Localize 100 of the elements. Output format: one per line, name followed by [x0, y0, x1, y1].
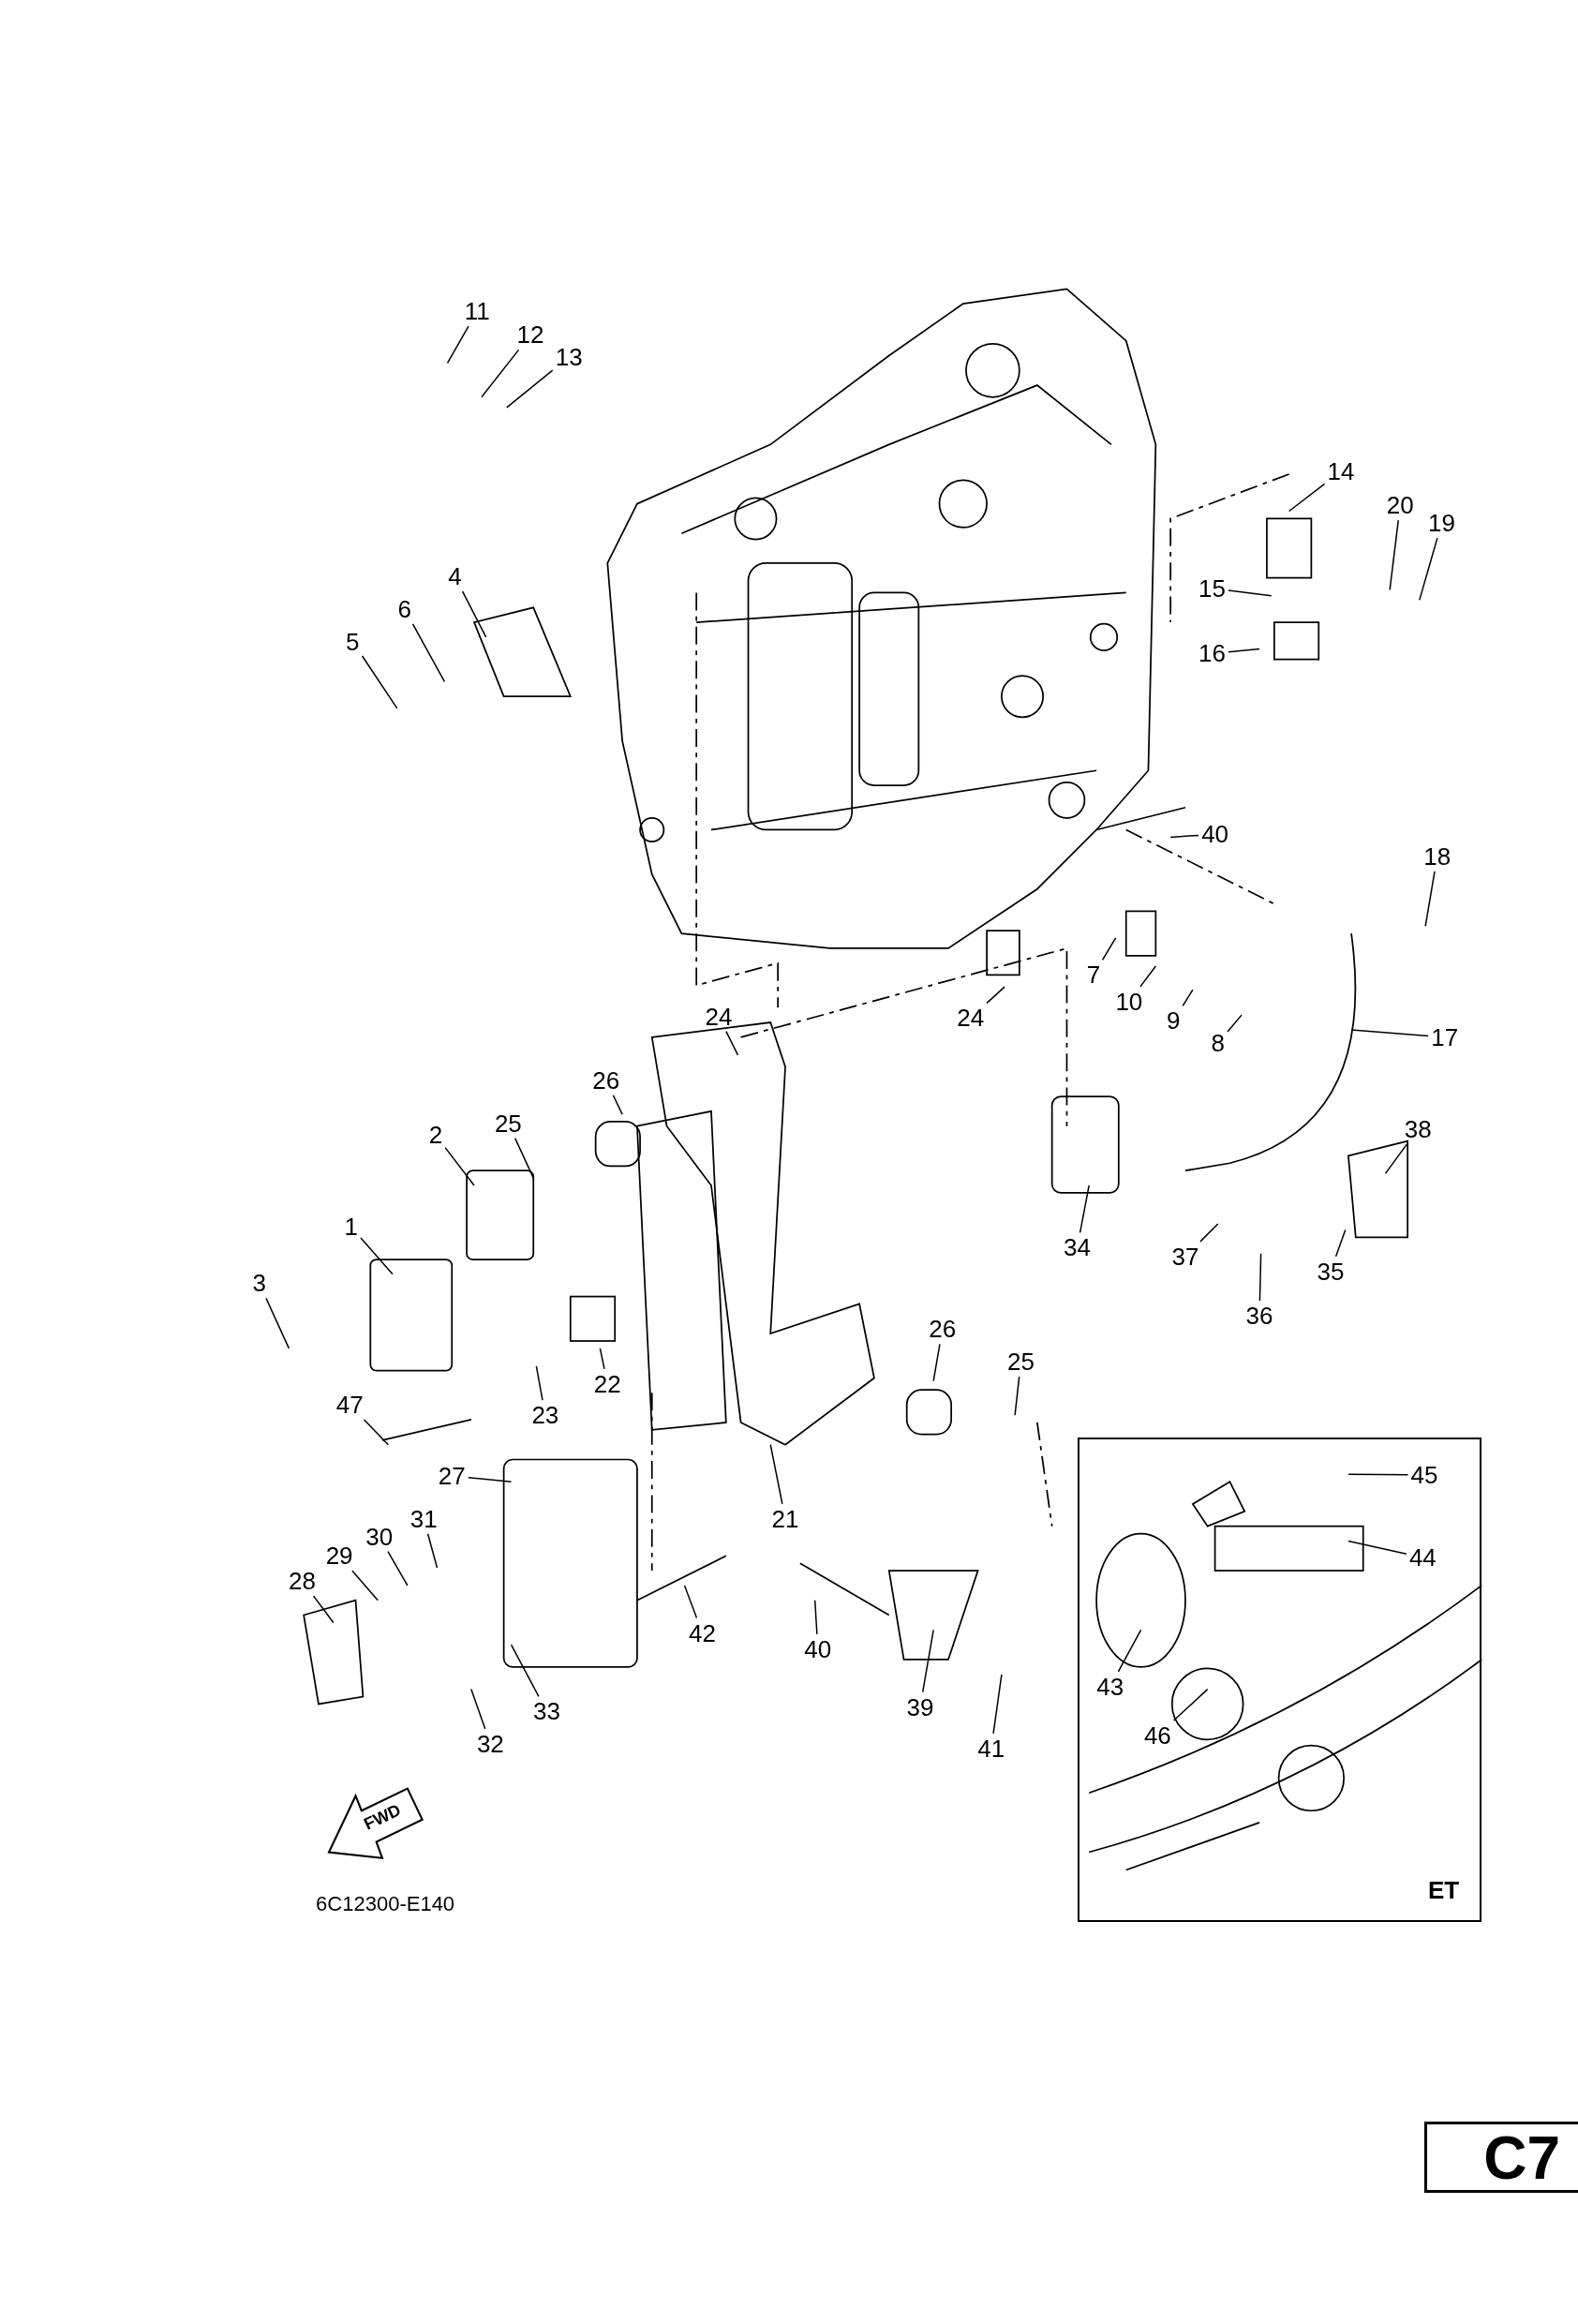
callout-number: 41 [977, 1736, 1005, 1761]
callout-number: 42 [689, 1620, 716, 1646]
leader-line [363, 1419, 390, 1446]
leader-line [1169, 834, 1199, 839]
callout-number: 5 [346, 629, 360, 654]
leader-line [1350, 1029, 1429, 1037]
callout-number: 3 [252, 1271, 266, 1296]
callout-number: 7 [1086, 962, 1101, 988]
leader-line [1288, 483, 1326, 513]
view-code: ET [1428, 1875, 1460, 1905]
leader-line [1014, 1376, 1020, 1416]
leader-line [921, 1629, 934, 1693]
callout-number: 20 [1386, 493, 1414, 518]
callout-number: 29 [325, 1543, 353, 1569]
callout-number: 16 [1198, 641, 1226, 666]
leader-line [312, 1595, 335, 1624]
callout-number: 23 [531, 1403, 559, 1428]
callout-number: 30 [365, 1524, 394, 1549]
leader-line [360, 1237, 394, 1275]
leader-line [1419, 537, 1438, 602]
leader-line [1227, 1014, 1243, 1033]
leader-line [444, 1146, 475, 1186]
leader-line [932, 1343, 941, 1382]
callout-number: 14 [1327, 458, 1355, 484]
leader-line [986, 986, 1005, 1005]
callout-number: 35 [1317, 1259, 1345, 1284]
callout-number: 34 [1064, 1235, 1091, 1260]
callout-number: 25 [494, 1110, 522, 1136]
leader-line [506, 369, 554, 409]
callout-number: 28 [289, 1569, 316, 1594]
callout-number: 33 [533, 1699, 560, 1724]
callout-number: 22 [593, 1371, 621, 1396]
leader-line [446, 325, 469, 365]
leader-line [1384, 1143, 1408, 1175]
callout-number: 43 [1096, 1674, 1124, 1699]
callout-number: 45 [1410, 1462, 1438, 1487]
leader-line [612, 1094, 623, 1115]
callout-number: 31 [409, 1506, 438, 1531]
callout-number: 19 [1428, 511, 1455, 536]
callout-number: 21 [771, 1506, 799, 1531]
leader-line [1228, 648, 1260, 653]
leader-line [1139, 965, 1157, 988]
leader-line [1117, 1629, 1142, 1673]
leader-line [1347, 1540, 1407, 1556]
callout-number: 47 [335, 1393, 364, 1417]
callout-number: 40 [804, 1636, 832, 1661]
callout-number: 32 [476, 1732, 504, 1757]
callout-number: 17 [1431, 1024, 1459, 1050]
leader-line [813, 1599, 818, 1635]
leader-line [1101, 937, 1117, 961]
callout-number: 46 [1143, 1723, 1171, 1748]
leader-line [387, 1550, 409, 1587]
leader-line [468, 1476, 513, 1482]
callout-number: 10 [1115, 989, 1143, 1014]
leader-line [1228, 589, 1273, 597]
leader-line [769, 1443, 783, 1505]
leader-line [470, 1688, 486, 1730]
callout-number: 2 [428, 1123, 443, 1148]
callout-number: 39 [906, 1694, 934, 1720]
callout-number: 12 [516, 322, 544, 348]
callout-number: 36 [1245, 1304, 1273, 1329]
callout-number: 13 [555, 345, 583, 370]
callout-number: 25 [1007, 1349, 1035, 1375]
leader-line [514, 1137, 534, 1179]
leader-line [1079, 1184, 1090, 1234]
leader-line [599, 1348, 605, 1370]
leader-line [361, 655, 398, 709]
leader-line [1347, 1473, 1409, 1476]
callout-number: 9 [1167, 1008, 1181, 1034]
callout-number: 24 [705, 1004, 733, 1029]
leader-line [461, 590, 487, 638]
inset-frame [1077, 1437, 1482, 1922]
leader-line [510, 1644, 540, 1698]
callout-number: 27 [438, 1463, 466, 1488]
leader-line [351, 1570, 379, 1601]
leader-line [1258, 1252, 1262, 1302]
callout-number: 4 [448, 564, 462, 589]
callout-number: 1 [344, 1214, 358, 1240]
leader-line [1199, 1223, 1219, 1243]
drawing-number: 6C12300-E140 [316, 1893, 455, 1914]
callout-number: 37 [1171, 1244, 1199, 1269]
leader-line [481, 349, 520, 398]
callout-number: 26 [929, 1317, 957, 1342]
callout-number: 18 [1423, 843, 1451, 869]
leader-line [411, 623, 446, 683]
callout-number: 44 [1408, 1545, 1437, 1571]
callout-number: 11 [464, 299, 490, 324]
leader-line [992, 1674, 1003, 1735]
leader-line [683, 1585, 698, 1619]
leader-line [1389, 519, 1400, 591]
leader-line [535, 1365, 543, 1401]
leader-line [426, 1533, 439, 1569]
leader-line [1424, 871, 1436, 927]
callout-number: 26 [592, 1067, 620, 1093]
direction-label: FWD [361, 1800, 404, 1833]
leader-line [1172, 1688, 1209, 1721]
leader-line [1334, 1229, 1347, 1258]
leader-line [265, 1297, 290, 1349]
callout-number: 8 [1211, 1031, 1225, 1056]
page-code: C7 [1424, 2122, 1578, 2194]
